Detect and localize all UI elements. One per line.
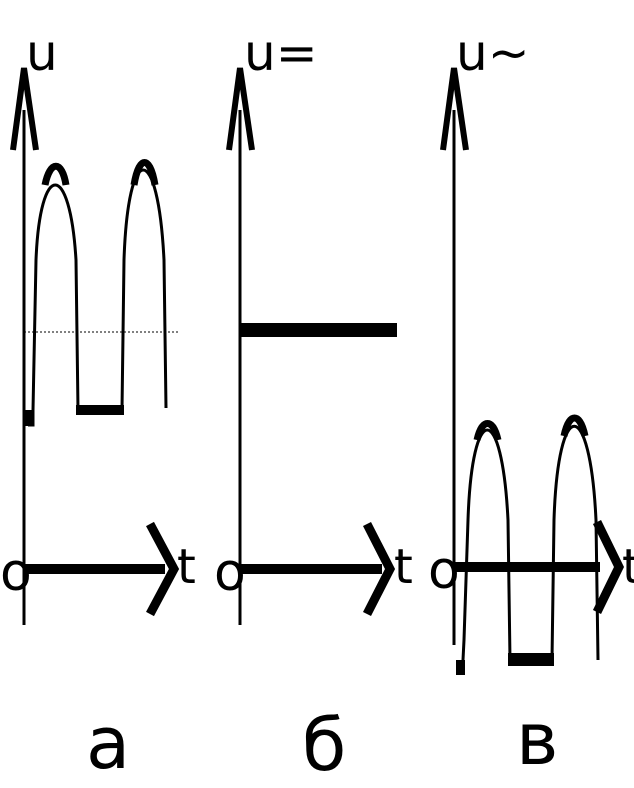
panel-v-origin-label: o [428,541,460,601]
panel-b-y-label: u= [244,24,318,82]
panel-a-label: а [86,701,130,785]
panel-b-origin-label: o [214,543,246,603]
panel-v-x-axis-arrowhead [592,520,625,614]
panel-a-trough-bar [76,405,124,415]
panel-a-hump-2-cap [130,159,159,186]
panel-v: u~ t o в [428,24,634,781]
panel-v-y-label: u~ [456,24,530,82]
panel-a: u t o а [0,24,196,785]
panel-a-y-label: u [26,24,58,82]
panel-v-trough-bar [508,653,554,666]
panel-v-hump-2-cap [560,414,589,437]
panel-b: u= t o б [214,24,413,787]
panel-a-hump-1-cap [41,162,70,186]
panel-a-start-mark [25,410,34,426]
panel-a-x-label: t [177,539,196,595]
panel-b-y-axis-arrowhead [226,67,255,151]
panel-b-x-label: t [394,539,413,595]
panel-a-y-axis-arrowhead [10,67,39,151]
panel-v-label: в [516,697,558,781]
panel-v-start-mark [456,660,465,675]
panel-v-hump-1-cap [473,420,502,441]
panel-b-x-axis-arrowhead [362,521,396,617]
panel-a-x-axis-arrowhead [146,521,180,617]
panel-b-dc-level [240,323,397,337]
panel-v-waveform [458,425,600,671]
panel-v-y-axis-arrowhead [440,67,469,151]
panel-a-origin-label: o [0,543,32,603]
panel-b-label: б [302,703,346,787]
panel-v-x-label: t [622,539,634,595]
panel-a-waveform [28,168,168,427]
